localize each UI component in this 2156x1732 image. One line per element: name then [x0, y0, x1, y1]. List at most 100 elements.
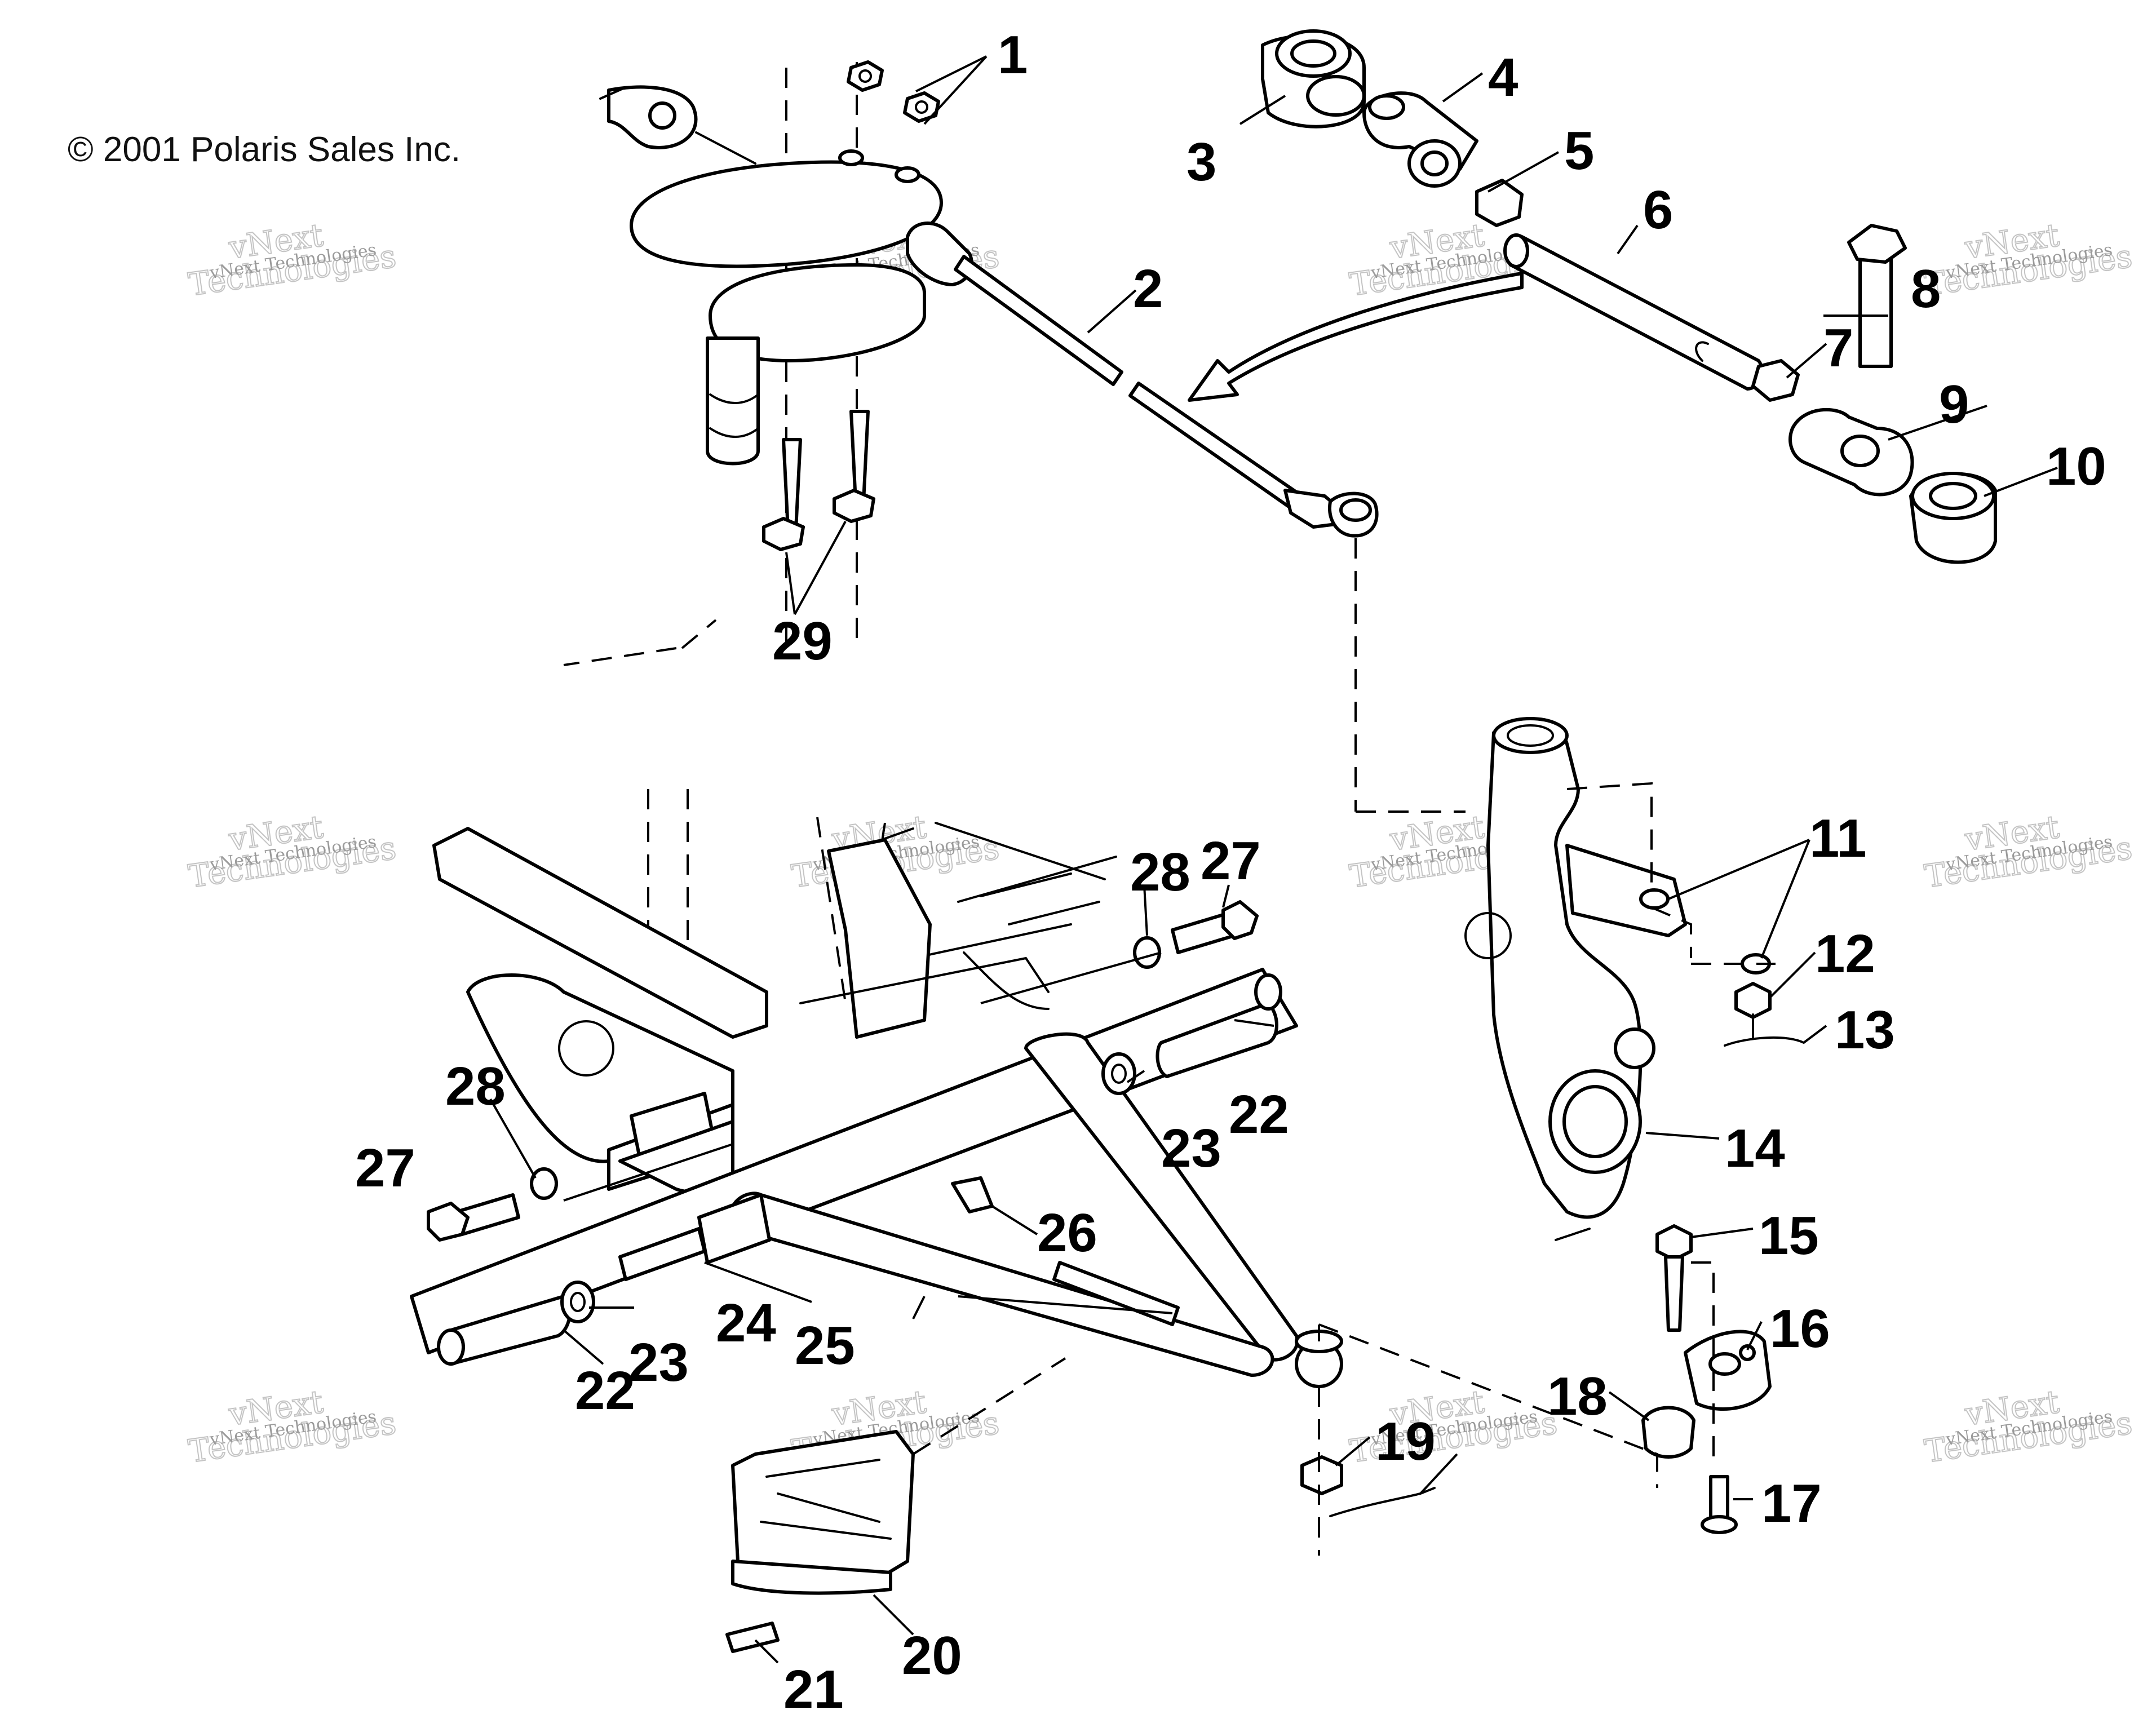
- callout-6: 6: [1643, 180, 1673, 240]
- leader-line: [563, 951, 1162, 1202]
- callout-12: 12: [1815, 924, 1875, 984]
- bushing-end: [1254, 973, 1282, 1011]
- bolt: [782, 438, 802, 531]
- rod-end-eye: [1368, 94, 1405, 120]
- plug-item-18: [1641, 1406, 1695, 1459]
- rod-end-bore: [1420, 150, 1449, 176]
- connection-dashline: [1356, 782, 1776, 965]
- callout-16: 16: [1770, 1299, 1830, 1359]
- boot-item-10: [1909, 472, 1997, 564]
- washer-item-23-upper: [1101, 1052, 1136, 1095]
- skid-plate-lip: [731, 1560, 892, 1595]
- steering-post-outline: [563, 62, 858, 666]
- bolt-item-15: [1664, 1255, 1684, 1332]
- nut: [847, 60, 884, 92]
- tie-rod-end-link: [599, 86, 756, 165]
- tie-rod-outer-section: [1128, 382, 1304, 512]
- tube-end: [1503, 233, 1529, 268]
- boot-item-3: [1261, 29, 1366, 129]
- callout-20: 20: [902, 1625, 962, 1686]
- a-arm-rear-tube: [730, 1191, 1274, 1377]
- a-arm-pivot-bushing: [697, 1193, 771, 1264]
- callout-23-lower: 23: [628, 1332, 689, 1393]
- leader-line: [1608, 1391, 1753, 1500]
- castle-nut-item-19: [1300, 1455, 1343, 1495]
- callout-3: 3: [1187, 132, 1216, 192]
- callout-27-lower: 27: [355, 1138, 415, 1198]
- nut-hole: [915, 100, 928, 114]
- callout-2: 2: [1133, 259, 1163, 319]
- washer-item-23-lower: [560, 1281, 595, 1323]
- bolt-item-29: [762, 410, 875, 551]
- frame-cross-tube: [799, 951, 1050, 1010]
- frame-slots: [980, 872, 1100, 925]
- bolt-head: [1221, 900, 1259, 940]
- leader-line: [1335, 1436, 1458, 1495]
- bolt-head: [1701, 1515, 1738, 1534]
- callout-26: 26: [1037, 1203, 1097, 1263]
- callout-22-lower: 22: [575, 1361, 635, 1421]
- leader-line: [915, 55, 988, 125]
- callout-10: 10: [2046, 436, 2106, 497]
- watermark: Technologies vNext vNext Technologies: [1922, 216, 2135, 304]
- cotter-pin-item-13-upper: [1724, 1036, 1805, 1047]
- callout-8: 8: [1911, 259, 1941, 319]
- bolt-head: [1655, 1224, 1693, 1261]
- spindle-top-bore-inner: [1507, 724, 1554, 747]
- leader-line: [563, 1306, 634, 1365]
- bushing-end: [437, 1328, 465, 1366]
- callout-14: 14: [1725, 1118, 1785, 1179]
- callout-25: 25: [795, 1315, 855, 1376]
- bolt-head: [762, 517, 805, 551]
- rod-end-item-4: [1362, 91, 1478, 188]
- tube-clip: [1695, 341, 1709, 362]
- watermark: Technologies vNext vNext Technologies: [1922, 808, 2135, 896]
- watermark: Technologies vNext vNext Technologies: [186, 1383, 399, 1470]
- leader-line: [704, 1205, 1038, 1319]
- callout-28-lower: 28: [445, 1056, 506, 1117]
- callout-19: 19: [1375, 1411, 1436, 1472]
- tie-rod-end-eye: [1339, 498, 1372, 522]
- connection-dashline: [912, 1357, 1066, 1455]
- tie-rod-assembly: [906, 222, 1379, 812]
- frame-mount-hole: [558, 1020, 614, 1077]
- watermark: Technologies vNext vNext Technologies: [1922, 1383, 2135, 1470]
- bolt-item-8: [1858, 246, 1893, 368]
- steering-shaft: [706, 336, 760, 466]
- callout-5: 5: [1564, 121, 1594, 181]
- leader-line: [754, 1594, 914, 1664]
- nut-item-1: [847, 60, 940, 123]
- jam-nut-item-5: [1475, 179, 1524, 227]
- washer-item-11-upper: [1639, 888, 1670, 910]
- nut-hole: [858, 69, 872, 83]
- frame-gusset: [827, 838, 932, 1039]
- skid-plate-ribs: [760, 1459, 892, 1540]
- connection-dashline: [1318, 1261, 1715, 1488]
- steering-post-outline: [681, 619, 717, 649]
- callout-24: 24: [716, 1293, 776, 1353]
- spindle-hub-bore: [1562, 1085, 1628, 1158]
- callout-18: 18: [1547, 1366, 1608, 1427]
- plate-small-hole: [1739, 1344, 1756, 1361]
- spindle-boss: [1614, 1027, 1655, 1069]
- leader-line: [1126, 1019, 1274, 1083]
- leader-line: [1239, 72, 2058, 497]
- washer-hole: [570, 1292, 586, 1312]
- frame-upright-outline: [647, 789, 886, 1004]
- bolt-head: [1847, 224, 1907, 264]
- leader-line: [489, 884, 1230, 1179]
- callout-15: 15: [1759, 1206, 1819, 1266]
- callout-4: 4: [1488, 47, 1518, 108]
- a-arm-assembly: [410, 884, 1343, 1388]
- screw-item-21: [725, 1622, 780, 1653]
- leader-line: [1668, 839, 1827, 1044]
- leader-line: [1087, 289, 1137, 334]
- bolt-head: [833, 489, 875, 523]
- callout-1: 1: [998, 25, 1028, 85]
- callout-23-upper: 23: [1161, 1118, 1221, 1179]
- grease-fitting-item-26: [951, 1176, 994, 1213]
- spindle-base: [1555, 1228, 1591, 1241]
- cotter-pin-item-13-lower: [1329, 1487, 1436, 1517]
- callout-9: 9: [1939, 374, 1969, 435]
